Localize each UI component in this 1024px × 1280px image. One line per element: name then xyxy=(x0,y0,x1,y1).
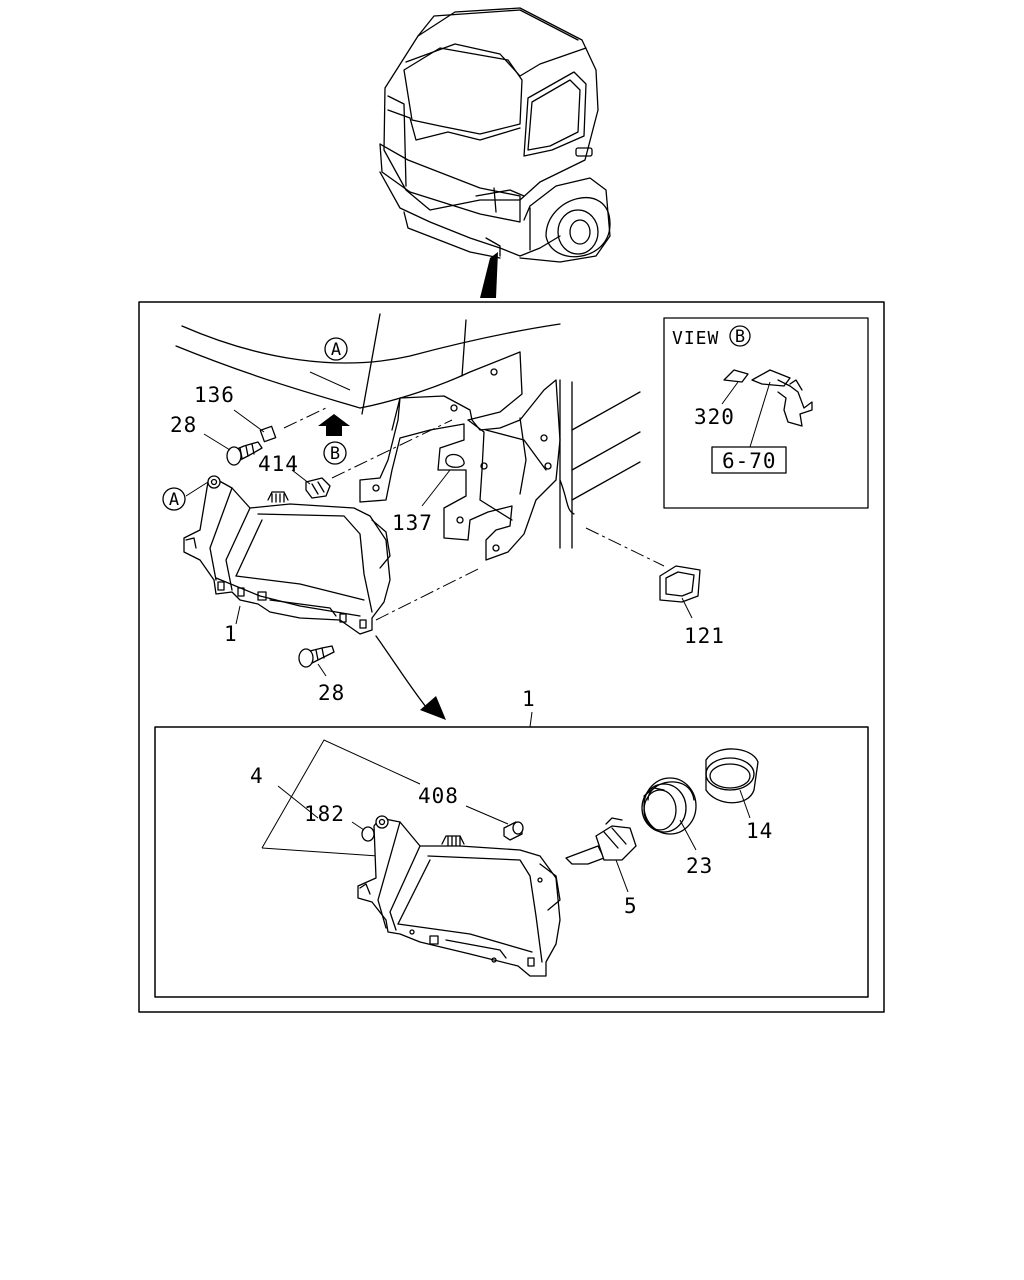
socket-408 xyxy=(503,821,524,841)
headlamp-assembly-main xyxy=(183,475,391,635)
label-136: 136 xyxy=(194,383,235,407)
main-frame xyxy=(138,301,885,1013)
label-5: 5 xyxy=(624,894,638,918)
pointer-arrow-top xyxy=(480,252,498,298)
detail-frame xyxy=(154,726,869,998)
label-28-bottom: 28 xyxy=(318,681,345,705)
callout-a-top-label: A xyxy=(331,340,341,360)
label-1-main: 1 xyxy=(224,622,238,646)
ref-box-6-70 xyxy=(711,446,787,474)
callout-a-top xyxy=(324,337,348,361)
socket-23 xyxy=(641,777,697,835)
view-b-inset xyxy=(663,317,869,509)
bulb-5 xyxy=(565,817,637,865)
label-23: 23 xyxy=(686,854,713,878)
grommet-137 xyxy=(445,453,465,468)
plug-182 xyxy=(361,826,375,842)
callout-b-view xyxy=(729,325,751,347)
seal-121 xyxy=(659,565,701,603)
label-14: 14 xyxy=(746,819,773,843)
truck-cab-illustration xyxy=(379,7,611,263)
label-182: 182 xyxy=(304,802,345,826)
label-28-top: 28 xyxy=(170,413,197,437)
view-title: VIEW xyxy=(672,328,719,349)
detail-pointer-curve xyxy=(375,635,431,713)
view-direction-arrow xyxy=(318,414,350,436)
callout-a-left xyxy=(162,487,186,511)
label-121: 121 xyxy=(684,624,725,648)
label-6-70: 6-70 xyxy=(722,449,777,473)
label-1-detail: 1 xyxy=(522,687,536,711)
clip-414 xyxy=(305,477,331,499)
callout-b-arrow-label: B xyxy=(330,444,340,464)
callout-b-arrow xyxy=(323,441,347,465)
bolt-28-bottom xyxy=(298,645,335,668)
label-414: 414 xyxy=(258,452,299,476)
label-4: 4 xyxy=(250,764,264,788)
view-b-bracket xyxy=(723,369,813,427)
headlamp-assembly-detail xyxy=(357,815,561,977)
callout-b-view-label: B xyxy=(735,327,745,347)
label-320: 320 xyxy=(694,405,735,429)
nut-136 xyxy=(259,425,277,443)
callout-a-left-label: A xyxy=(169,490,179,510)
label-137: 137 xyxy=(392,511,433,535)
cab-mounting-structure xyxy=(175,313,641,561)
ring-14 xyxy=(705,748,759,804)
label-408: 408 xyxy=(418,784,459,808)
bolt-28-top xyxy=(226,441,263,466)
